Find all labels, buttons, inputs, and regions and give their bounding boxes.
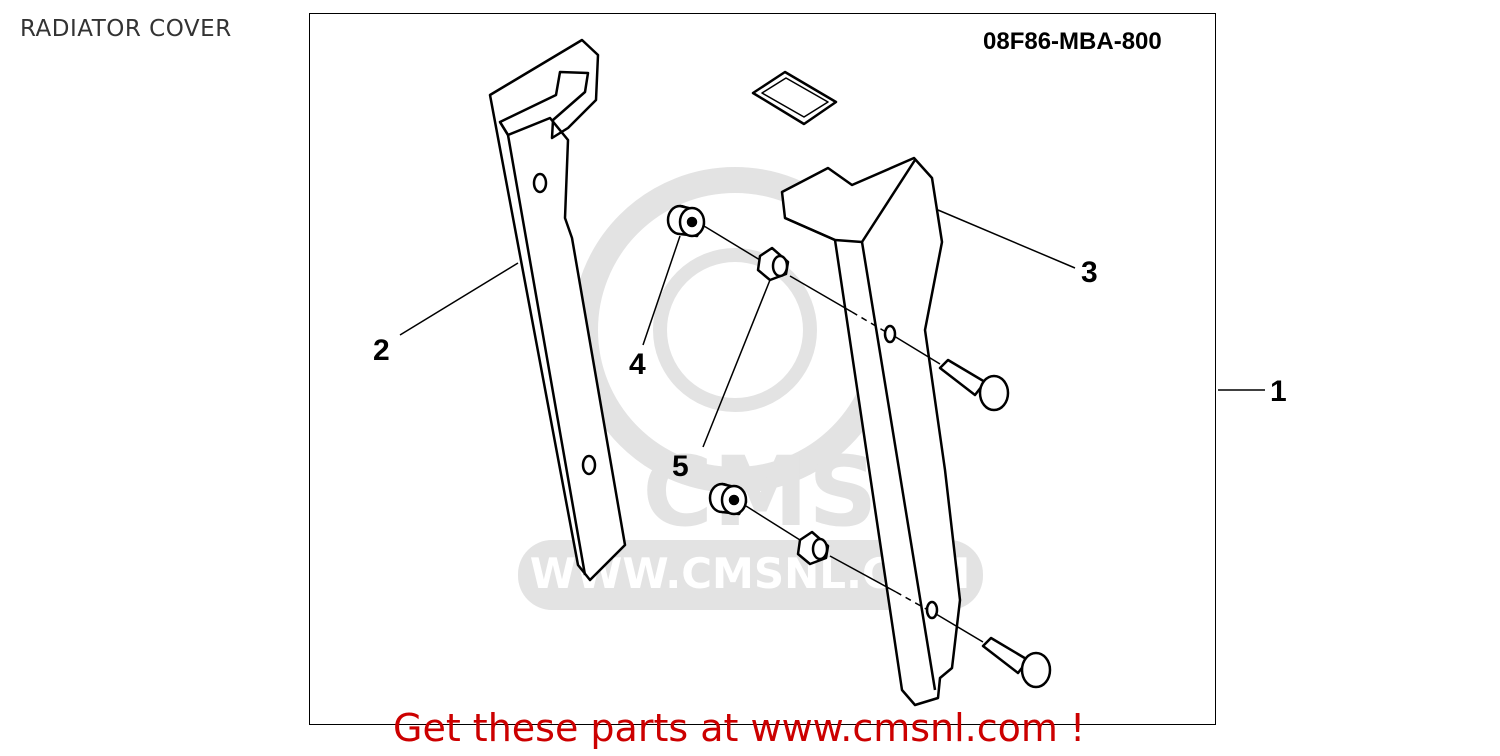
assembly-lines xyxy=(703,225,984,643)
callout-1[interactable]: 1 xyxy=(1270,375,1287,408)
bolt-lower xyxy=(981,636,1052,689)
grommet-lower xyxy=(708,482,748,516)
leader-3 xyxy=(937,209,1076,269)
callout-2[interactable]: 2 xyxy=(373,334,390,367)
instruction-label xyxy=(751,70,838,126)
right-radiator-cover xyxy=(780,156,962,707)
leader-4 xyxy=(642,235,681,346)
bolt-upper xyxy=(938,358,1010,412)
left-radiator-cover xyxy=(488,38,627,582)
watermark-brand: CMS xyxy=(642,436,877,548)
leader-2 xyxy=(399,262,519,336)
grommet-upper xyxy=(666,204,706,238)
collar-upper xyxy=(756,246,790,282)
leader-5 xyxy=(702,279,771,448)
collar-lower xyxy=(796,530,830,566)
promo-link[interactable]: Get these parts at www.cmsnl.com ! xyxy=(393,706,1086,750)
diagram-frame xyxy=(309,13,1216,725)
callout-3[interactable]: 3 xyxy=(1081,256,1098,289)
leader-lines xyxy=(399,209,1265,448)
callout-5[interactable]: 5 xyxy=(672,450,689,483)
part-number: 08F86-MBA-800 xyxy=(983,28,1162,55)
callout-4[interactable]: 4 xyxy=(629,348,646,381)
page-title: RADIATOR COVER xyxy=(20,16,232,42)
